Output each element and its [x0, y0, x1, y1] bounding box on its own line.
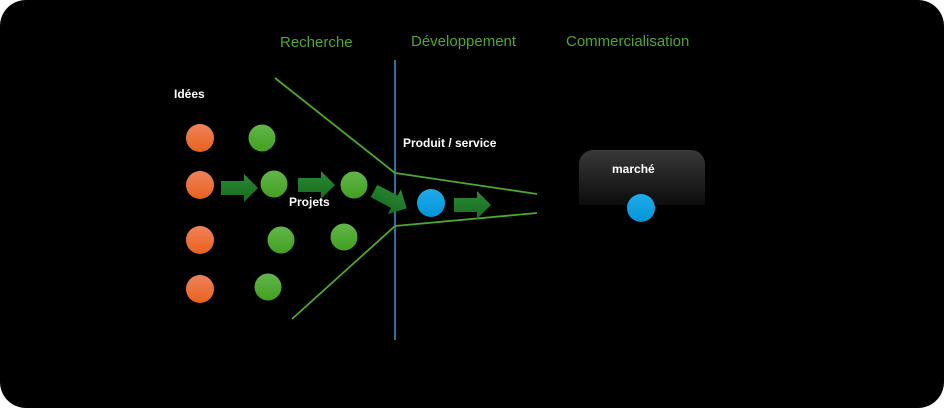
- idea-circles: [186, 124, 214, 303]
- phase-development: Développement: [411, 33, 517, 50]
- arrow-icon: [221, 174, 258, 202]
- funnel-lines: [274, 77, 538, 320]
- arrow-icon: [298, 171, 335, 199]
- product-circle: [417, 189, 445, 217]
- projects-label: Projets: [289, 195, 330, 209]
- phase-research: Recherche: [280, 34, 353, 51]
- product-label: Produit / service: [403, 136, 497, 150]
- ideas-label: Idées: [174, 87, 205, 101]
- arrow-icon: [370, 184, 407, 215]
- project-circles: [248, 124, 368, 301]
- market-label: marché: [612, 162, 655, 176]
- market-box: [579, 150, 705, 220]
- arrow-icon: [454, 191, 491, 219]
- market-circle: [627, 194, 655, 222]
- phase-commercialisation: Commercialisation: [566, 33, 689, 50]
